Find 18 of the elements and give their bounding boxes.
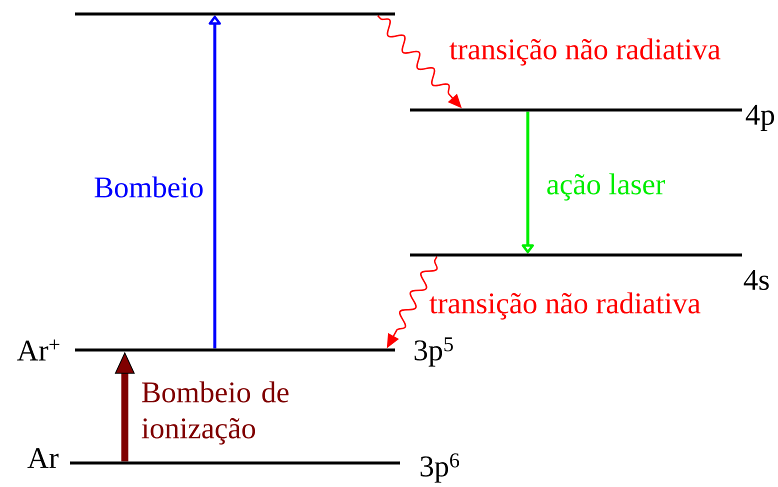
- energy-level-line: [75, 348, 395, 352]
- level-label: 3p$^{6}$: [420, 453, 460, 483]
- energy-level-line: [410, 254, 742, 256]
- arrow: [522, 112, 534, 254]
- energy-level-line: [70, 462, 400, 464]
- level-label: 3p$^{5}$: [414, 337, 453, 367]
- level-label: 4s: [744, 270, 769, 290]
- level-label: Ar$^{+}$: [17, 340, 60, 360]
- arrow: [208, 16, 221, 348]
- edge-label: ação laser: [547, 173, 666, 201]
- edge-label: Bombeio de ionização: [142, 381, 288, 445]
- edge-label: Bombeio: [94, 176, 203, 198]
- level-label: 4p: [746, 104, 774, 132]
- edge-label: transição não radiativa: [450, 38, 720, 66]
- level-label: Ar: [27, 448, 59, 468]
- energy-level-line: [75, 12, 395, 16]
- energy-level-line: [410, 108, 742, 112]
- edge-label: transição não radiativa: [430, 292, 700, 320]
